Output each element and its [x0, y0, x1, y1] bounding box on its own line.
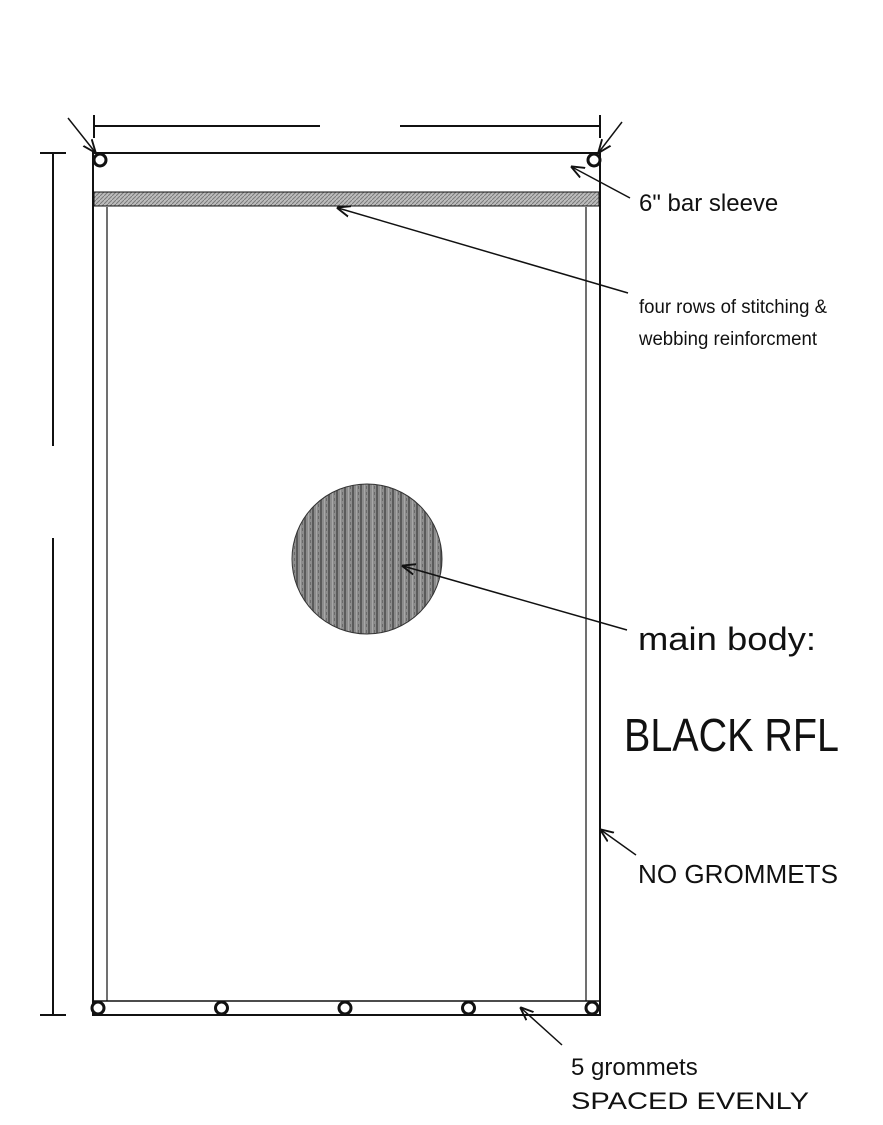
- stitching-label-line1: four rows of stitching &: [639, 297, 827, 318]
- main-body-label: main body:: [638, 621, 816, 657]
- grommet-icon: [214, 1000, 229, 1016]
- reinforcement-band: [93, 191, 600, 207]
- corner-arrow-right: [599, 121, 623, 152]
- grommets-label-line1: 5 grommets: [571, 1054, 698, 1081]
- grommet-icon: [461, 1000, 476, 1016]
- sleeve-leader-arrow: [572, 167, 631, 199]
- stitching-leader-arrow: [338, 208, 629, 294]
- body-leader-arrow: [403, 566, 628, 631]
- grommet-leader-arrow: [521, 1008, 563, 1046]
- bottom-grommets: [90, 1000, 600, 1016]
- no-grommets-label: NO GROMMETS: [638, 859, 838, 889]
- grommet-icon: [584, 1000, 600, 1016]
- grommet-icon: [586, 152, 602, 168]
- material-swatch: [291, 483, 443, 635]
- grommets-label-line2: SPACED EVENLY: [571, 1088, 809, 1115]
- material-label: BLACK RFL: [624, 709, 839, 761]
- height-dimension: [40, 152, 66, 1016]
- width-dimension: [93, 115, 601, 138]
- grommet-icon: [90, 1000, 106, 1016]
- stitching-label-line2: webbing reinforcment: [638, 329, 818, 350]
- bar-sleeve-label: 6" bar sleeve: [639, 190, 778, 217]
- grommet-icon: [337, 1000, 353, 1016]
- corner-arrow-left: [67, 117, 95, 152]
- edge-leader-arrow: [601, 830, 637, 856]
- grommet-icon: [92, 152, 108, 168]
